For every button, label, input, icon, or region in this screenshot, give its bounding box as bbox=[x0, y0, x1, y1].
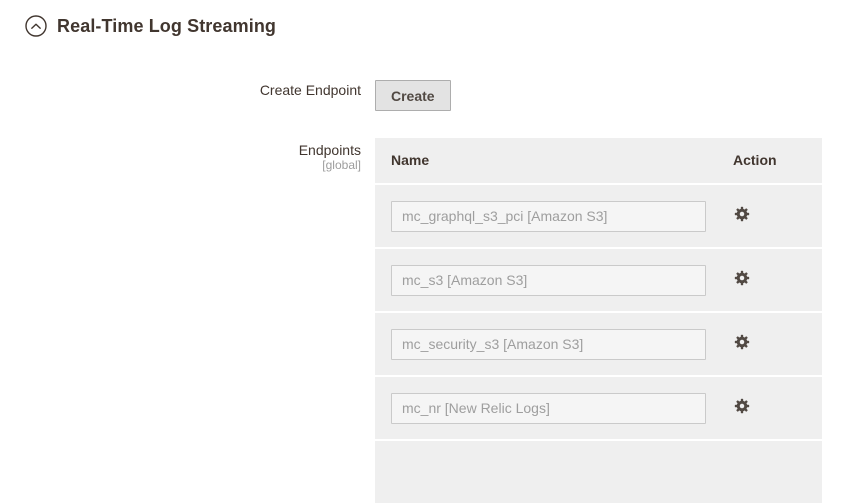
endpoints-table: Name Action bbox=[375, 138, 822, 503]
endpoint-name-input[interactable] bbox=[391, 264, 706, 296]
endpoint-action-cell bbox=[733, 397, 822, 420]
create-endpoint-label: Create Endpoint bbox=[259, 82, 361, 98]
endpoint-settings-button[interactable] bbox=[733, 205, 751, 223]
endpoints-field-label: Endpoints [global] bbox=[0, 142, 361, 172]
gear-icon bbox=[733, 206, 751, 226]
endpoint-settings-button[interactable] bbox=[733, 397, 751, 415]
endpoint-name-input[interactable] bbox=[391, 392, 706, 424]
endpoints-table-body bbox=[375, 185, 822, 439]
column-header-action: Action bbox=[733, 151, 777, 168]
endpoint-action-cell bbox=[733, 269, 822, 292]
gear-icon bbox=[733, 334, 751, 354]
endpoint-name-input[interactable] bbox=[391, 328, 706, 360]
endpoint-name-cell bbox=[375, 200, 733, 232]
endpoint-name-input[interactable] bbox=[391, 200, 706, 232]
chevron-up-circle-icon[interactable] bbox=[25, 15, 47, 37]
endpoint-settings-button[interactable] bbox=[733, 333, 751, 351]
endpoint-name-cell bbox=[375, 328, 733, 360]
gear-icon bbox=[733, 398, 751, 418]
endpoint-name-cell bbox=[375, 392, 733, 424]
create-endpoint-button[interactable]: Create bbox=[375, 80, 451, 111]
endpoint-action-cell bbox=[733, 205, 822, 228]
endpoint-row bbox=[375, 377, 822, 439]
column-header-name: Name bbox=[391, 151, 430, 168]
endpoint-settings-button[interactable] bbox=[733, 269, 751, 287]
section-title: Real-Time Log Streaming bbox=[57, 15, 277, 36]
endpoints-label: Endpoints bbox=[298, 142, 361, 158]
endpoints-table-header: Name Action bbox=[375, 138, 822, 183]
gear-icon bbox=[733, 270, 751, 290]
endpoint-row bbox=[375, 185, 822, 247]
endpoint-row bbox=[375, 313, 822, 375]
endpoints-scope-label: [global] bbox=[322, 158, 361, 172]
section-header-real-time-log-streaming[interactable]: Real-Time Log Streaming bbox=[25, 15, 276, 37]
endpoint-action-cell bbox=[733, 333, 822, 356]
endpoint-name-cell bbox=[375, 264, 733, 296]
endpoint-row-partial bbox=[375, 441, 822, 503]
endpoint-row bbox=[375, 249, 822, 311]
